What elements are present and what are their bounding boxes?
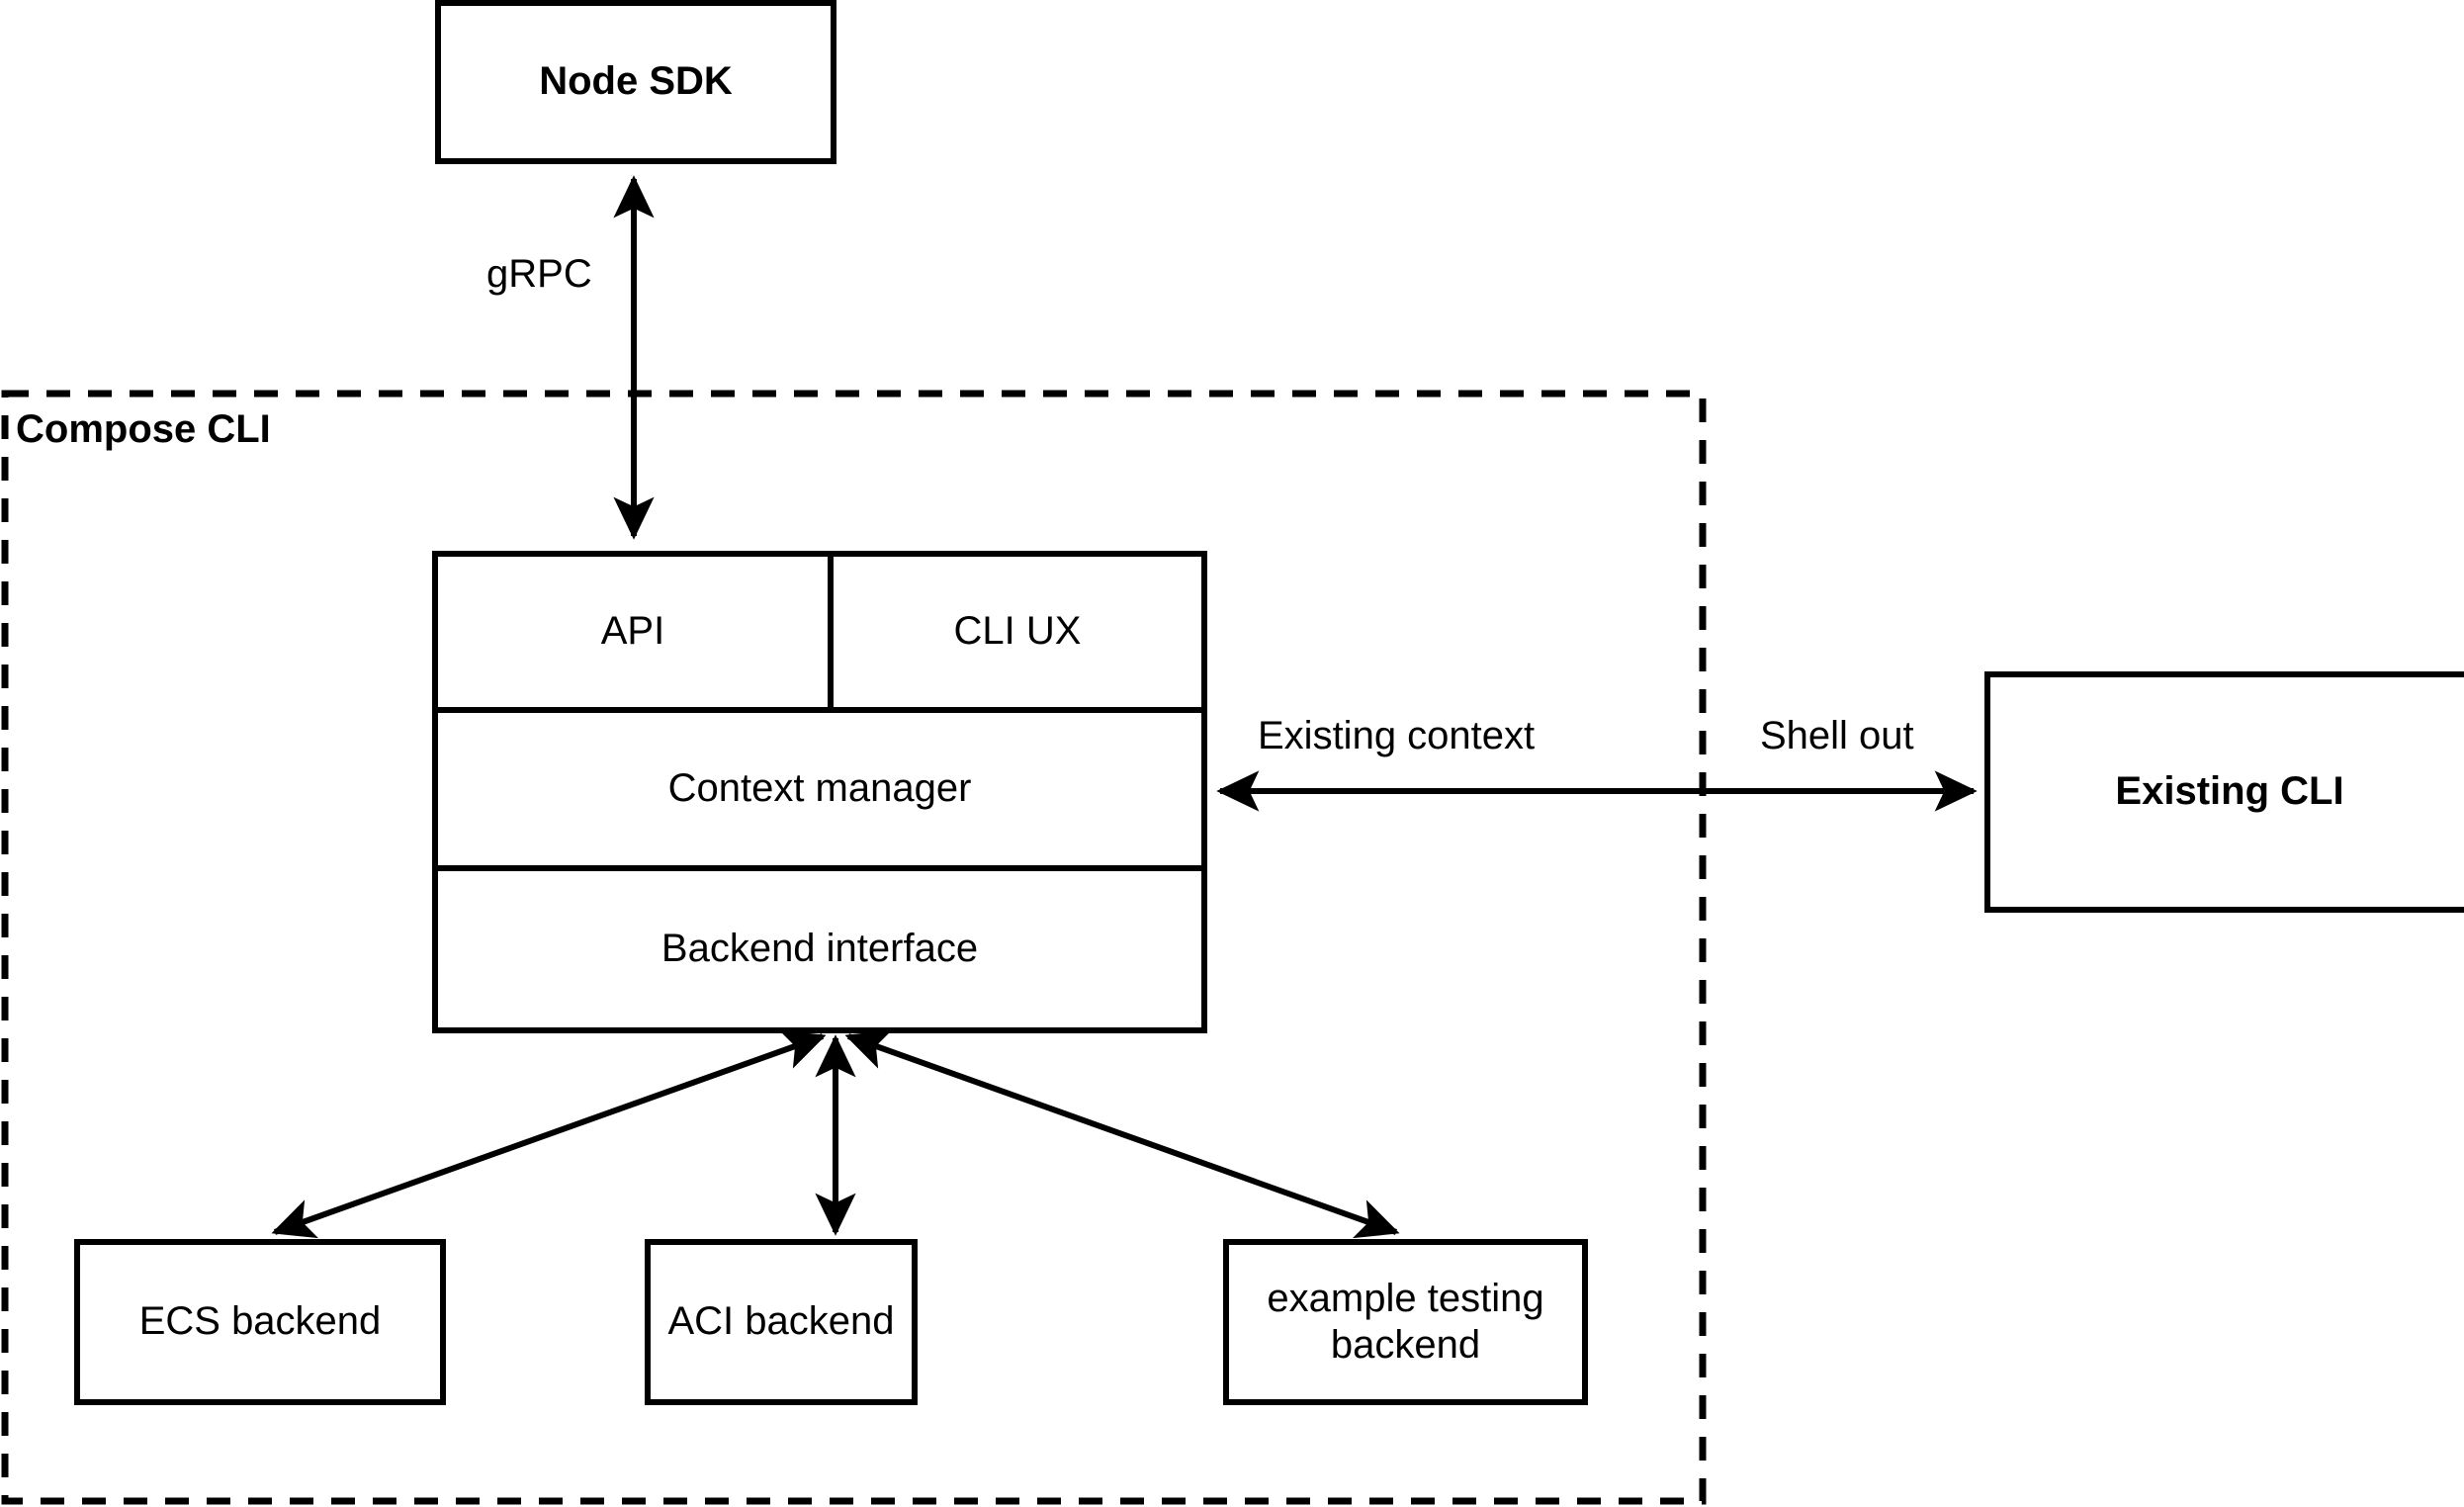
compose-cli-stack-box: [432, 551, 1207, 1033]
backend-to-example-connector: [844, 1029, 1400, 1239]
ecs-backend-box[interactable]: [74, 1239, 446, 1405]
existing-cli-box[interactable]: [1984, 671, 2464, 913]
backend-to-ecs-connector: [271, 1029, 827, 1239]
example-testing-backend-box[interactable]: [1223, 1239, 1588, 1405]
node-sdk-box[interactable]: [435, 0, 836, 164]
compose-cli-group-border: [1, 390, 1707, 1505]
aci-backend-box[interactable]: [645, 1239, 918, 1405]
